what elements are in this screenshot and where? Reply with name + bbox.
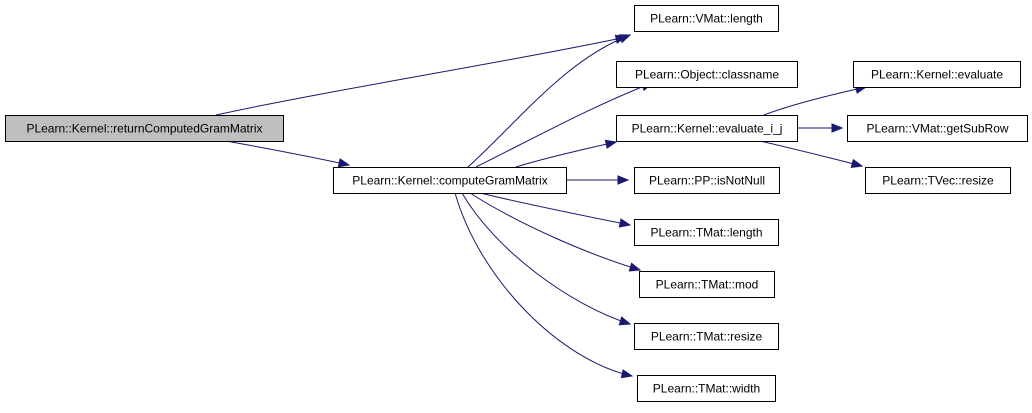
node-label: PLearn::VMat::length [650, 12, 763, 26]
edge-line [763, 86, 867, 116]
edge-line [461, 192, 631, 325]
edge-line [467, 34, 631, 168]
node-label: PLearn::TMat::resize [651, 330, 763, 344]
node-box[interactable] [616, 115, 798, 142]
node-label: PLearn::Kernel::evaluate [871, 68, 1003, 82]
edge-line [759, 140, 863, 167]
node-vmat_getSubRow[interactable]: PLearn::VMat::getSubRow [847, 115, 1028, 142]
node-returnComputedGramMatrix[interactable]: PLearn::Kernel::returnComputedGramMatrix [5, 115, 284, 142]
edge-evaluate_i_j-to-vmat_getSubRow [797, 123, 844, 133]
node-box[interactable] [333, 167, 567, 194]
edge-returnComputedGramMatrix-to-computeGramMatrix [225, 140, 351, 168]
arrowhead-icon [604, 139, 618, 149]
edge-computeGramMatrix-to-tmat_width [454, 192, 634, 379]
edge-line [515, 141, 617, 168]
call-nodes: PLearn::Kernel::returnComputedGramMatrix… [5, 5, 1028, 402]
arrowhead-icon [850, 158, 864, 168]
arrowhead-icon [618, 316, 632, 326]
edge-computeGramMatrix-to-vmat_length [467, 34, 632, 168]
node-label: PLearn::TMat::length [650, 226, 762, 240]
node-label: PLearn::TVec::resize [882, 174, 994, 188]
edge-computeGramMatrix-to-pp_isNotNull [566, 175, 630, 185]
node-object_classname[interactable]: PLearn::Object::classname [616, 61, 798, 88]
edge-line [479, 192, 631, 226]
arrowhead-icon [618, 34, 632, 44]
edge-line [469, 192, 641, 271]
node-box[interactable] [853, 61, 1021, 88]
node-vmat_length[interactable]: PLearn::VMat::length [634, 5, 779, 32]
node-label: PLearn::TMat::mod [656, 278, 759, 292]
node-label: PLearn::Kernel::computeGramMatrix [352, 174, 547, 188]
edge-line [475, 82, 653, 168]
arrowhead-icon [831, 123, 844, 133]
node-box[interactable] [634, 5, 779, 32]
node-pp_isNotNull[interactable]: PLearn::PP::isNotNull [634, 167, 780, 194]
arrowhead-icon [620, 369, 634, 379]
node-box[interactable] [865, 167, 1011, 194]
node-evaluate_i_j[interactable]: PLearn::Kernel::evaluate_i_j [616, 115, 798, 142]
node-label: PLearn::TMat::width [653, 382, 760, 396]
edge-computeGramMatrix-to-tmat_length [479, 192, 632, 228]
node-box[interactable] [634, 219, 779, 246]
node-box[interactable] [5, 115, 284, 142]
node-tvec_resize[interactable]: PLearn::TVec::resize [865, 167, 1011, 194]
node-computeGramMatrix[interactable]: PLearn::Kernel::computeGramMatrix [333, 167, 567, 194]
node-label: PLearn::Object::classname [635, 68, 779, 82]
edge-line [215, 36, 627, 116]
edge-computeGramMatrix-to-tmat_mod [469, 192, 642, 272]
node-box[interactable] [847, 115, 1028, 142]
edge-evaluate_i_j-to-kernel_evaluate [763, 84, 868, 116]
edge-computeGramMatrix-to-evaluate_i_j [515, 139, 618, 168]
arrowhead-icon [337, 158, 351, 168]
node-box[interactable] [639, 271, 775, 298]
node-label: PLearn::VMat::getSubRow [866, 122, 1008, 136]
node-label: PLearn::PP::isNotNull [649, 174, 765, 188]
node-tmat_mod[interactable]: PLearn::TMat::mod [639, 271, 775, 298]
edge-line [454, 192, 633, 377]
arrowhead-icon [618, 218, 632, 228]
node-box[interactable] [634, 323, 779, 350]
node-label: PLearn::Kernel::returnComputedGramMatrix [26, 122, 262, 136]
edge-computeGramMatrix-to-tmat_resize [461, 192, 632, 326]
node-kernel_evaluate[interactable]: PLearn::Kernel::evaluate [853, 61, 1021, 88]
node-box[interactable] [634, 167, 780, 194]
node-box[interactable] [616, 61, 798, 88]
arrowhead-icon [628, 262, 642, 272]
node-tmat_length[interactable]: PLearn::TMat::length [634, 219, 779, 246]
arrowhead-icon [617, 175, 630, 185]
node-box[interactable] [637, 375, 776, 402]
node-label: PLearn::Kernel::evaluate_i_j [632, 122, 783, 136]
edge-line [225, 140, 350, 166]
node-tmat_resize[interactable]: PLearn::TMat::resize [634, 323, 779, 350]
node-tmat_width[interactable]: PLearn::TMat::width [637, 375, 776, 402]
edge-evaluate_i_j-to-tvec_resize [759, 140, 864, 168]
